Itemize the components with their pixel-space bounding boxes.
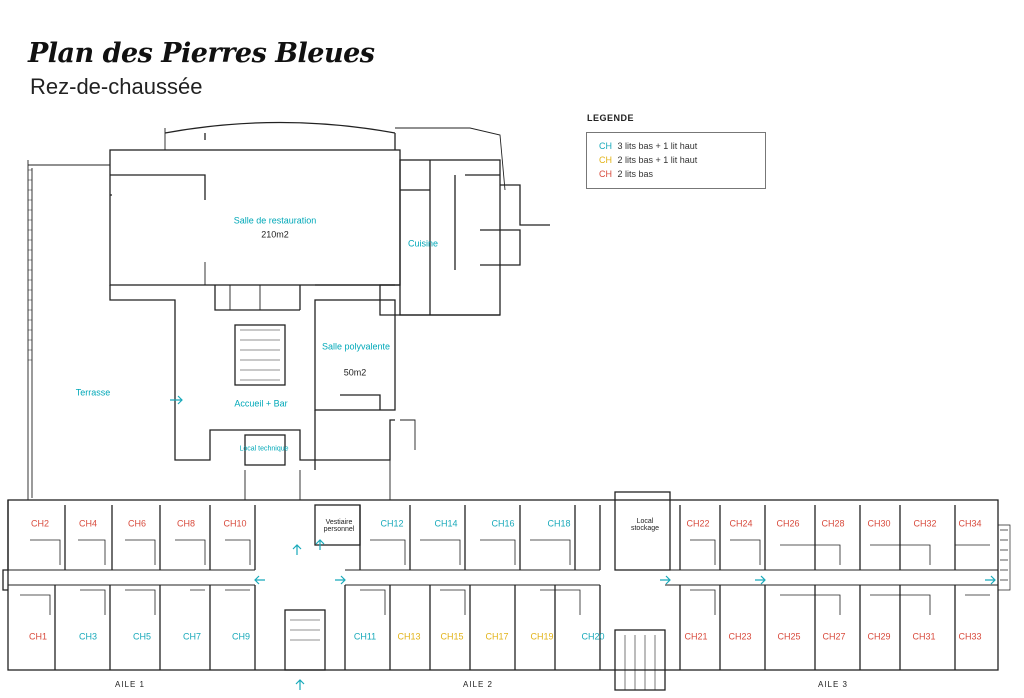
room-label-ch34: CH34	[958, 518, 982, 529]
room-label-ch11: CH11	[353, 631, 377, 642]
polyvalente-room	[314, 299, 396, 411]
room-label-ch31: CH31	[912, 631, 936, 642]
legend-code: CH	[599, 169, 612, 179]
room-label-ch33: CH33	[958, 631, 982, 642]
legend-code: CH	[599, 155, 612, 165]
room-label-ch28: CH28	[821, 518, 845, 529]
corridor	[8, 569, 998, 586]
stockage-room	[614, 491, 671, 571]
area-polyvalente: Salle polyvalente	[321, 341, 391, 352]
room-label-ch25: CH25	[777, 631, 801, 642]
wing-label-aile2: AILE 2	[462, 680, 494, 689]
room-label-ch32: CH32	[913, 518, 937, 529]
area-local-technique: Local technique	[239, 445, 289, 453]
room-label-ch18: CH18	[547, 518, 571, 529]
room-label-ch30: CH30	[867, 518, 891, 529]
room-label-ch12: CH12	[380, 518, 404, 529]
room-label-ch1: CH1	[28, 631, 48, 642]
local-technique-room	[244, 434, 286, 466]
room-label-ch10: CH10	[223, 518, 247, 529]
kitchen-block	[399, 159, 501, 316]
legend-code: CH	[599, 141, 612, 151]
room-label-ch13: CH13	[397, 631, 421, 642]
legend-label: 3 lits bas + 1 lit haut	[617, 141, 698, 151]
room-label-ch16: CH16	[491, 518, 515, 529]
legend-label: 2 lits bas	[617, 169, 654, 179]
legend-label: 2 lits bas + 1 lit haut	[617, 155, 698, 165]
room-label-ch17: CH17	[485, 631, 509, 642]
lobby-stair	[284, 609, 326, 671]
room-label-ch23: CH23	[728, 631, 752, 642]
wing-label-aile3: AILE 3	[817, 680, 849, 689]
room-label-ch4: CH4	[78, 518, 98, 529]
lower-stair	[614, 629, 666, 691]
restaurant-roof	[164, 121, 396, 150]
room-label-ch19: CH19	[530, 631, 554, 642]
room-label-ch20: CH20	[581, 631, 605, 642]
area-restauration-size: 210m2	[261, 229, 289, 240]
room-label-ch29: CH29	[867, 631, 891, 642]
room-label-ch8: CH8	[176, 518, 196, 529]
plan-title: Plan des Pierres Bleues	[28, 38, 375, 69]
area-restauration: Salle de restauration	[233, 215, 317, 226]
area-terrasse: Terrasse	[75, 387, 111, 398]
legend-item-2-lits: CH 2 lits bas	[599, 169, 653, 179]
area-polyvalente-size: 50m2	[343, 367, 367, 378]
area-cuisine: Cuisine	[407, 238, 439, 249]
room-label-ch15: CH15	[440, 631, 464, 642]
room-label-ch22: CH22	[686, 518, 710, 529]
room-label-ch9: CH9	[231, 631, 251, 642]
legend-item-2-lits-haut: CH 2 lits bas + 1 lit haut	[599, 155, 697, 165]
room-label-ch2: CH2	[30, 518, 50, 529]
legend-box: CH 3 lits bas + 1 lit haut CH 2 lits bas…	[586, 132, 766, 189]
room-label-ch6: CH6	[127, 518, 147, 529]
room-label-ch26: CH26	[776, 518, 800, 529]
terrace-outline	[27, 160, 110, 500]
room-label-ch5: CH5	[132, 631, 152, 642]
room-label-ch3: CH3	[78, 631, 98, 642]
room-label-ch14: CH14	[434, 518, 458, 529]
stair-core	[234, 324, 286, 386]
area-vestiaire: Vestiaire personnel	[323, 519, 355, 533]
room-label-ch21: CH21	[684, 631, 708, 642]
floor-subtitle: Rez-de-chaussée	[30, 74, 203, 99]
area-accueil: Accueil + Bar	[234, 398, 288, 409]
wing-label-aile1: AILE 1	[114, 680, 146, 689]
legend-heading: LEGENDE	[587, 113, 635, 123]
terrace-hatch	[28, 169, 32, 361]
legend-item-3-lits: CH 3 lits bas + 1 lit haut	[599, 141, 697, 151]
vestiaire-room	[314, 504, 361, 546]
room-label-ch7: CH7	[182, 631, 202, 642]
area-local-stockage: Local stockage	[630, 518, 660, 532]
room-label-ch27: CH27	[822, 631, 846, 642]
room-label-ch24: CH24	[729, 518, 753, 529]
